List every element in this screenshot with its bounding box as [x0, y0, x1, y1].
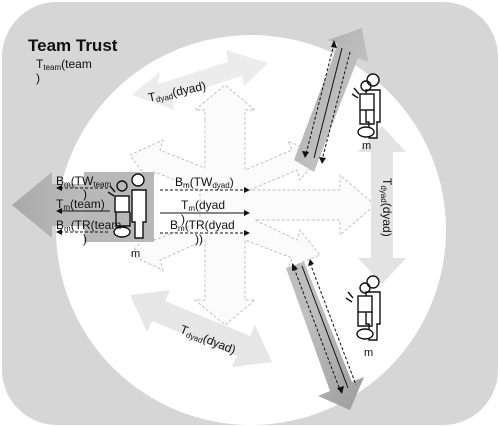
center-label-trust: Tm(dyad	[181, 198, 226, 213]
center-label-tw: Bm(TWdyad)	[175, 175, 234, 190]
left-label-tw-close: )	[83, 187, 87, 201]
left-label-tr-close: )	[83, 232, 87, 246]
center-label-trust-close: )	[181, 212, 185, 226]
team-trust-formula-close: )	[36, 71, 40, 85]
team-trust-formula: Tteam(team	[36, 57, 92, 72]
member-label-left: m	[131, 248, 141, 260]
center-label-tr: Bm(TR(dyad	[170, 218, 235, 233]
dyad-arrow-top	[132, 50, 268, 110]
member-label-lower: m	[364, 347, 374, 359]
human-robot-team-icon	[107, 73, 381, 341]
left-label-tw: Bm(TWteam	[56, 174, 112, 189]
left-label-tr: Bm(TR(team	[56, 218, 122, 233]
dyad-arrow-right	[358, 126, 406, 284]
member-label-upper: m	[362, 140, 372, 152]
dyad-arrow-bottom	[130, 290, 272, 367]
dyad-label-right: Tdyad(dyad)	[379, 178, 394, 237]
team-trust-title: Team Trust	[28, 36, 118, 55]
hub-outline	[129, 84, 376, 326]
member-arrow-upper	[294, 28, 368, 172]
left-label-trust: Tm(team)	[56, 197, 105, 212]
center-label-tr-close: ))	[195, 232, 203, 246]
